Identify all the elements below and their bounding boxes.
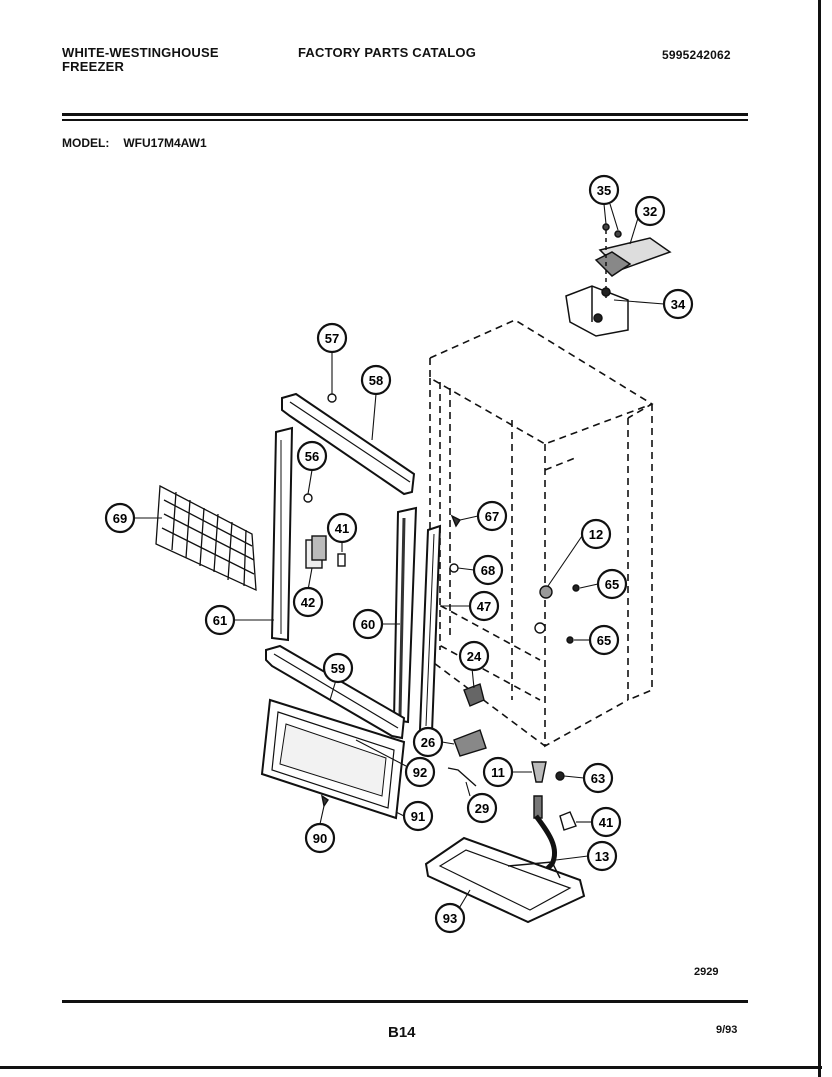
svg-text:35: 35 [597, 183, 611, 198]
wire-basket [155, 484, 257, 592]
callout-60: 60 [352, 608, 384, 640]
svg-text:24: 24 [467, 649, 482, 664]
callout-57: 57 [316, 322, 348, 354]
front-grille-panel [260, 698, 406, 820]
svg-text:67: 67 [485, 509, 499, 524]
callout-65-upper: 65 [596, 568, 628, 600]
callout-41-upper: 41 [326, 512, 358, 544]
svg-text:57: 57 [325, 331, 339, 346]
hinge-assembly [565, 223, 672, 337]
callout-13: 13 [586, 840, 618, 872]
callout-41-lower: 41 [590, 806, 622, 838]
callout-68: 68 [472, 554, 504, 586]
svg-text:11: 11 [491, 765, 505, 780]
svg-text:47: 47 [477, 599, 491, 614]
svg-text:29: 29 [475, 801, 489, 816]
svg-text:92: 92 [413, 765, 427, 780]
callout-24: 24 [458, 640, 490, 672]
callout-63: 63 [582, 762, 614, 794]
svg-text:26: 26 [421, 735, 435, 750]
footer-rule [62, 1000, 748, 1003]
brand-name: WHITE-WESTINGHOUSE [62, 45, 219, 60]
page-number: B14 [388, 1024, 416, 1041]
model-label: MODEL: [62, 136, 110, 150]
callout-90: 90 [304, 822, 336, 854]
callout-35: 35 [588, 174, 620, 206]
callout-34: 34 [662, 288, 694, 320]
door-frame-parts [265, 392, 442, 740]
header-rule-thin [62, 119, 748, 121]
callout-47: 47 [468, 590, 500, 622]
callout-26: 26 [412, 726, 444, 758]
svg-text:42: 42 [301, 595, 315, 610]
callout-93: 93 [434, 902, 466, 934]
catalog-number: 5995242062 [662, 48, 731, 62]
callouts: 35 32 34 57 58 56 41 69 42 61 60 67 68 4… [104, 174, 694, 934]
callout-11: 11 [482, 756, 514, 788]
svg-text:63: 63 [591, 771, 605, 786]
svg-text:61: 61 [213, 613, 227, 628]
callout-32: 32 [634, 195, 666, 227]
model-line: MODEL: WFU17M4AW1 [62, 136, 221, 150]
svg-text:91: 91 [411, 809, 425, 824]
callout-65-lower: 65 [588, 624, 620, 656]
callout-61: 61 [204, 604, 236, 636]
callout-59: 59 [322, 652, 354, 684]
catalog-date: 9/93 [716, 1024, 738, 1036]
svg-text:90: 90 [313, 831, 327, 846]
drawing-number: 2929 [694, 966, 719, 978]
svg-text:65: 65 [597, 633, 611, 648]
cabinet-outline [429, 319, 654, 748]
svg-text:59: 59 [331, 661, 345, 676]
callout-56: 56 [296, 440, 328, 472]
svg-text:65: 65 [605, 577, 619, 592]
callout-29: 29 [466, 792, 498, 824]
callout-69: 69 [104, 502, 136, 534]
svg-text:41: 41 [599, 815, 613, 830]
svg-text:13: 13 [595, 849, 609, 864]
callout-58: 58 [360, 364, 392, 396]
drain-pan-assembly [424, 814, 586, 924]
callout-67: 67 [476, 500, 508, 532]
svg-text:41: 41 [335, 521, 349, 536]
svg-text:58: 58 [369, 373, 383, 388]
callout-12: 12 [580, 518, 612, 550]
callout-42: 42 [292, 586, 324, 618]
callout-91: 91 [402, 800, 434, 832]
brand-block: WHITE-WESTINGHOUSE FREEZER [62, 46, 219, 74]
svg-text:34: 34 [671, 297, 686, 312]
product-type: FREEZER [62, 59, 125, 74]
small-parts [303, 393, 580, 831]
header-rule-thick [62, 113, 748, 116]
svg-text:32: 32 [643, 204, 657, 219]
svg-text:60: 60 [361, 617, 375, 632]
svg-text:93: 93 [443, 911, 457, 926]
svg-text:68: 68 [481, 563, 495, 578]
svg-text:12: 12 [589, 527, 603, 542]
catalog-title: FACTORY PARTS CATALOG [298, 45, 477, 60]
svg-text:56: 56 [305, 449, 319, 464]
page-border-right [818, 0, 821, 1077]
svg-text:69: 69 [113, 511, 127, 526]
page-border-bottom [0, 1066, 822, 1069]
callout-92: 92 [404, 756, 436, 788]
model-number: WFU17M4AW1 [123, 136, 207, 150]
